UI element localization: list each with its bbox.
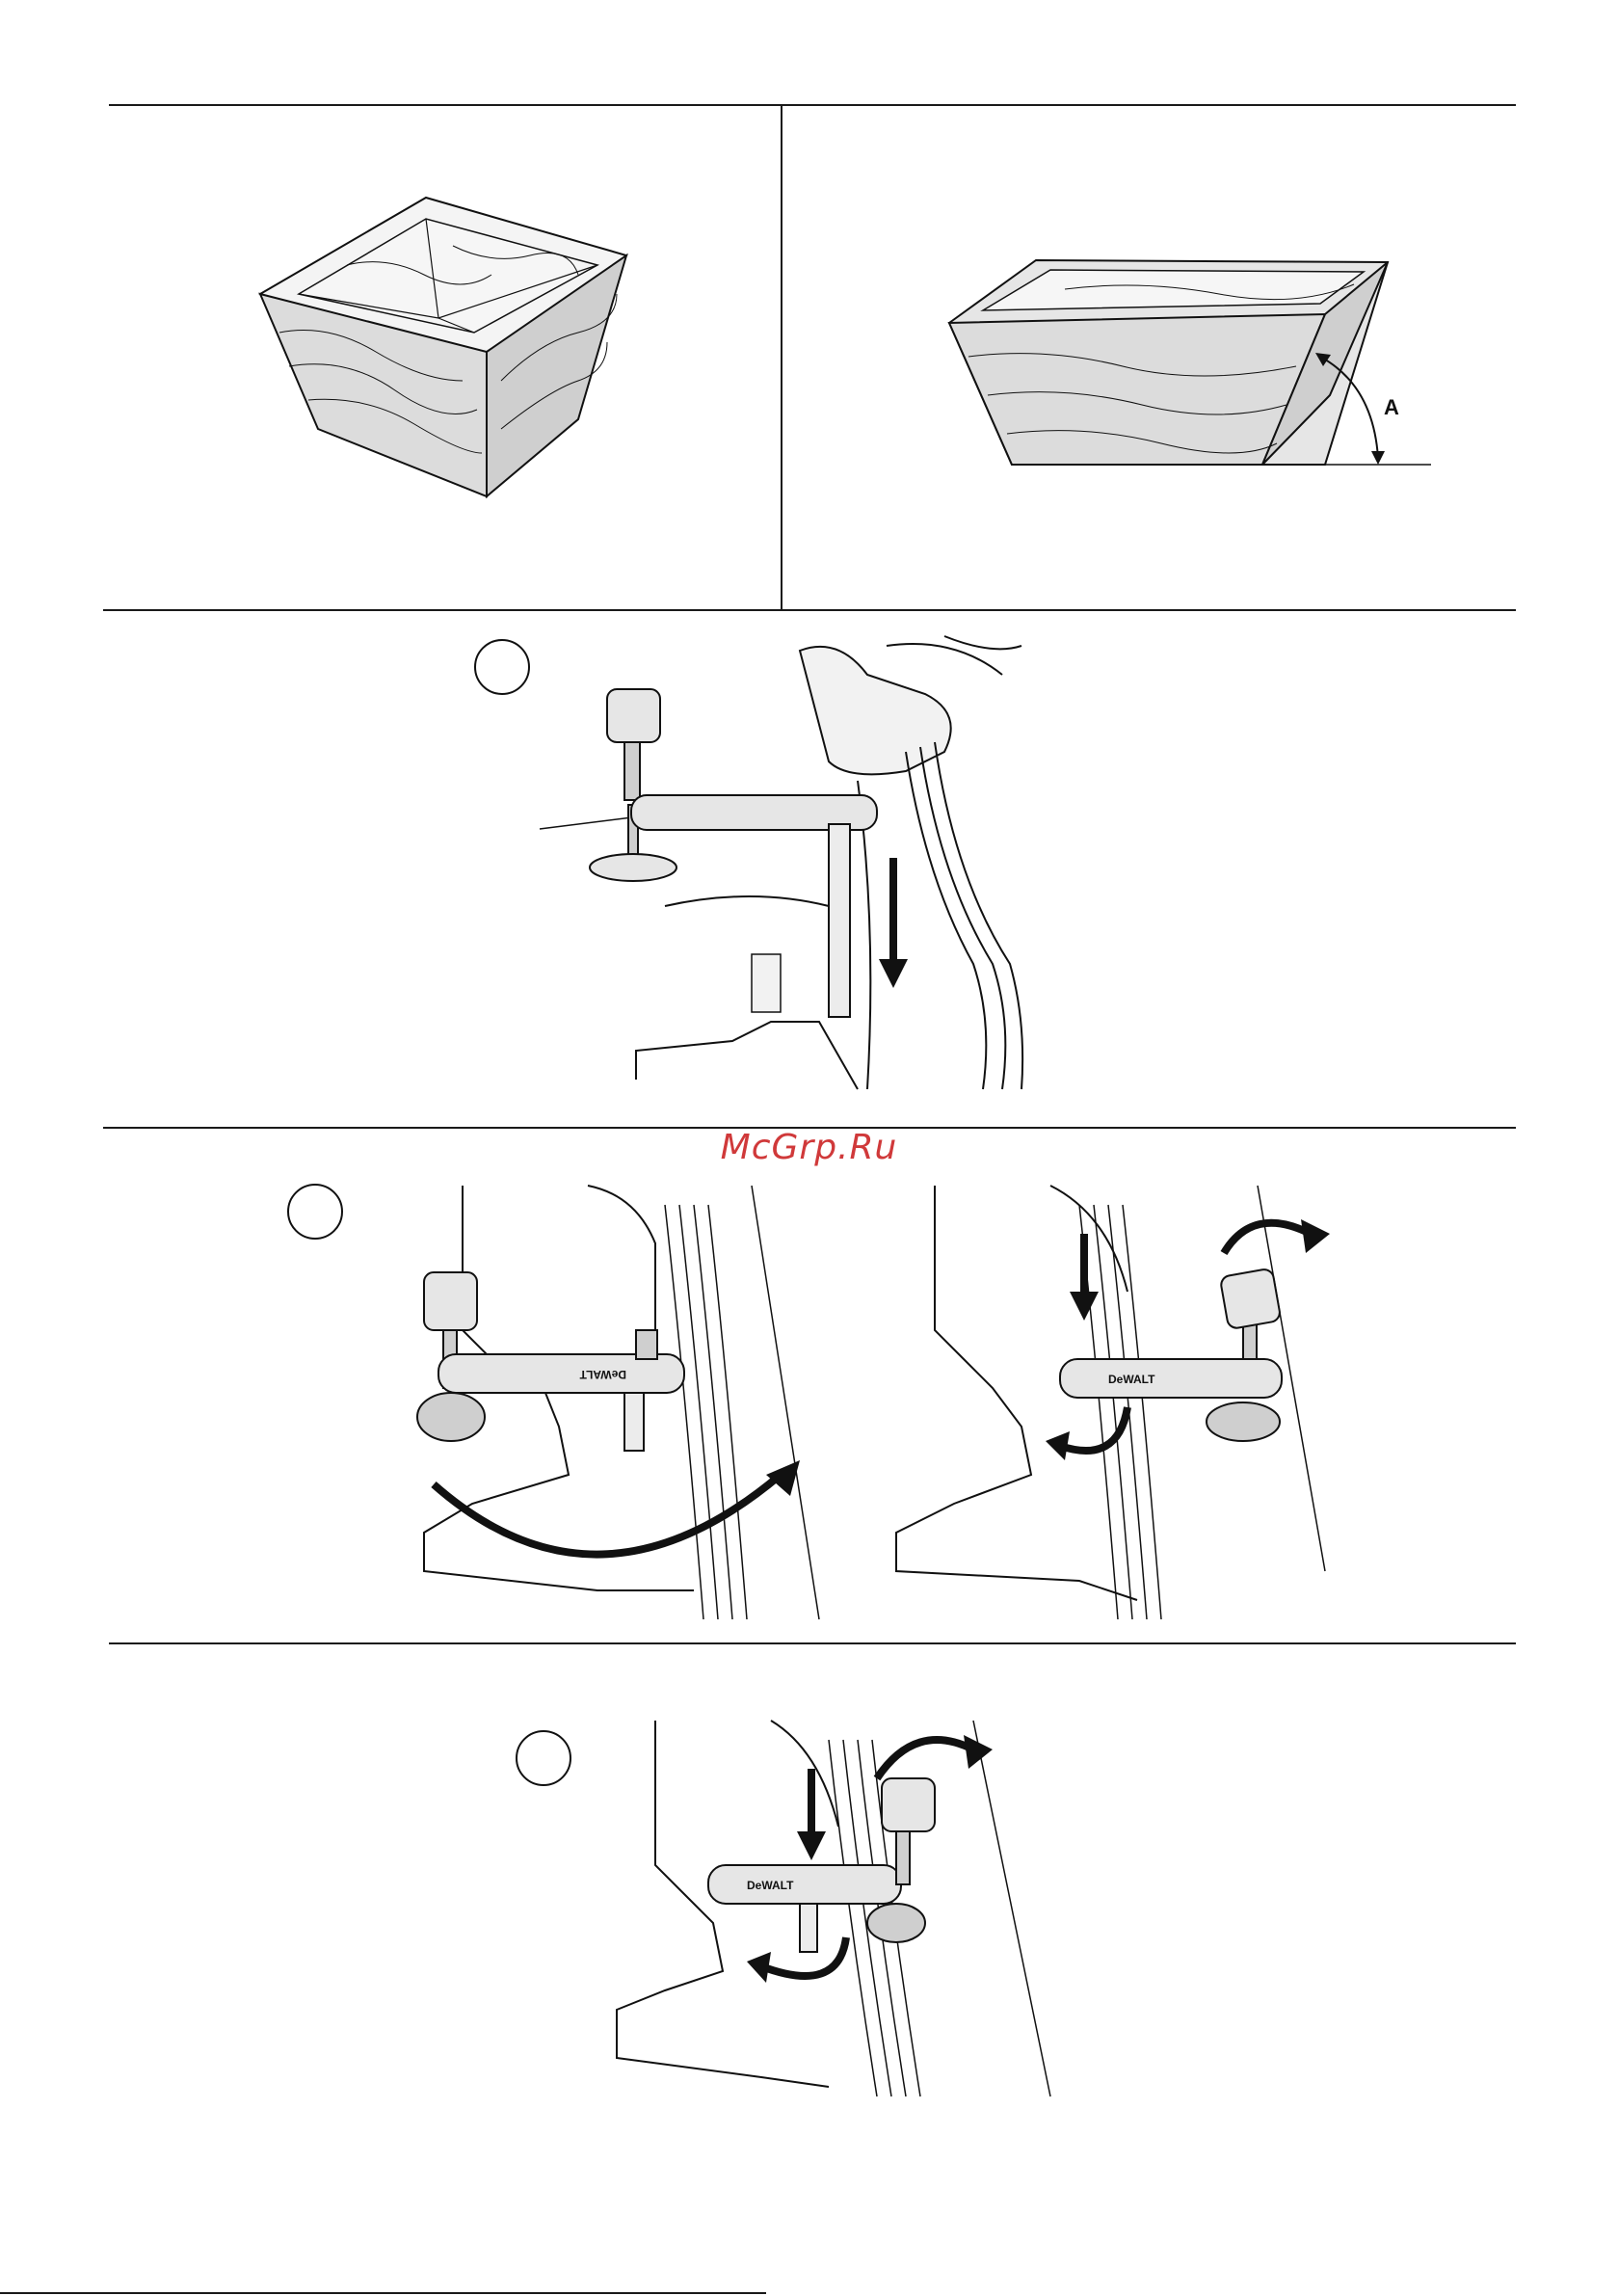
brand-text-2: DeWALT bbox=[1108, 1373, 1155, 1386]
figure-number-circle-3 bbox=[516, 1730, 571, 1786]
bottom-rule bbox=[0, 2292, 766, 2294]
figure-number-circle bbox=[474, 639, 530, 695]
clamp-tighten-illustration: DeWALT bbox=[607, 1721, 1060, 2101]
curved-arrow-icon bbox=[434, 1475, 781, 1555]
center-divider bbox=[781, 104, 782, 610]
angle-label: A bbox=[1384, 395, 1399, 420]
brand-text: DeWALT bbox=[579, 1368, 626, 1381]
watermark: McGrp.Ru bbox=[0, 1128, 1618, 1167]
square-box-illustration bbox=[260, 198, 636, 506]
section-rule-1 bbox=[103, 609, 1516, 611]
clamp-installation-illustration bbox=[540, 636, 1041, 1099]
clamp-rotation-right-illustration: DeWALT bbox=[887, 1186, 1339, 1619]
clamp-rotation-left-illustration: DeWALT bbox=[405, 1186, 829, 1619]
curved-arrow-icon-5 bbox=[877, 1740, 973, 1778]
section-rule-3 bbox=[109, 1642, 1516, 1644]
tapered-box-illustration bbox=[949, 260, 1431, 472]
figure-number-circle-2 bbox=[287, 1184, 343, 1240]
top-rule bbox=[109, 104, 1516, 106]
brand-text-3: DeWALT bbox=[747, 1879, 794, 1892]
